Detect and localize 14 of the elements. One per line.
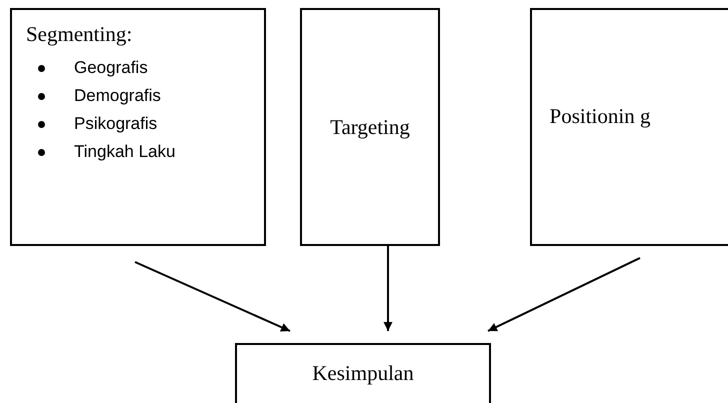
- node-label: Positionin g: [550, 103, 650, 130]
- arrow: [384, 246, 392, 331]
- arrow: [134, 261, 290, 332]
- node-label: Kesimpulan: [312, 360, 414, 386]
- node-label: Targeting: [330, 114, 410, 140]
- list-item: Geografis: [74, 58, 148, 77]
- list-item: Tingkah Laku: [74, 142, 176, 161]
- segment-box: [10, 8, 266, 246]
- heading: Segmenting:: [26, 22, 132, 47]
- process-box: [530, 8, 728, 246]
- arrow: [488, 257, 640, 332]
- list-item: Demografis: [74, 86, 161, 105]
- process-box: [300, 8, 440, 246]
- list-item: Psikografis: [74, 114, 158, 133]
